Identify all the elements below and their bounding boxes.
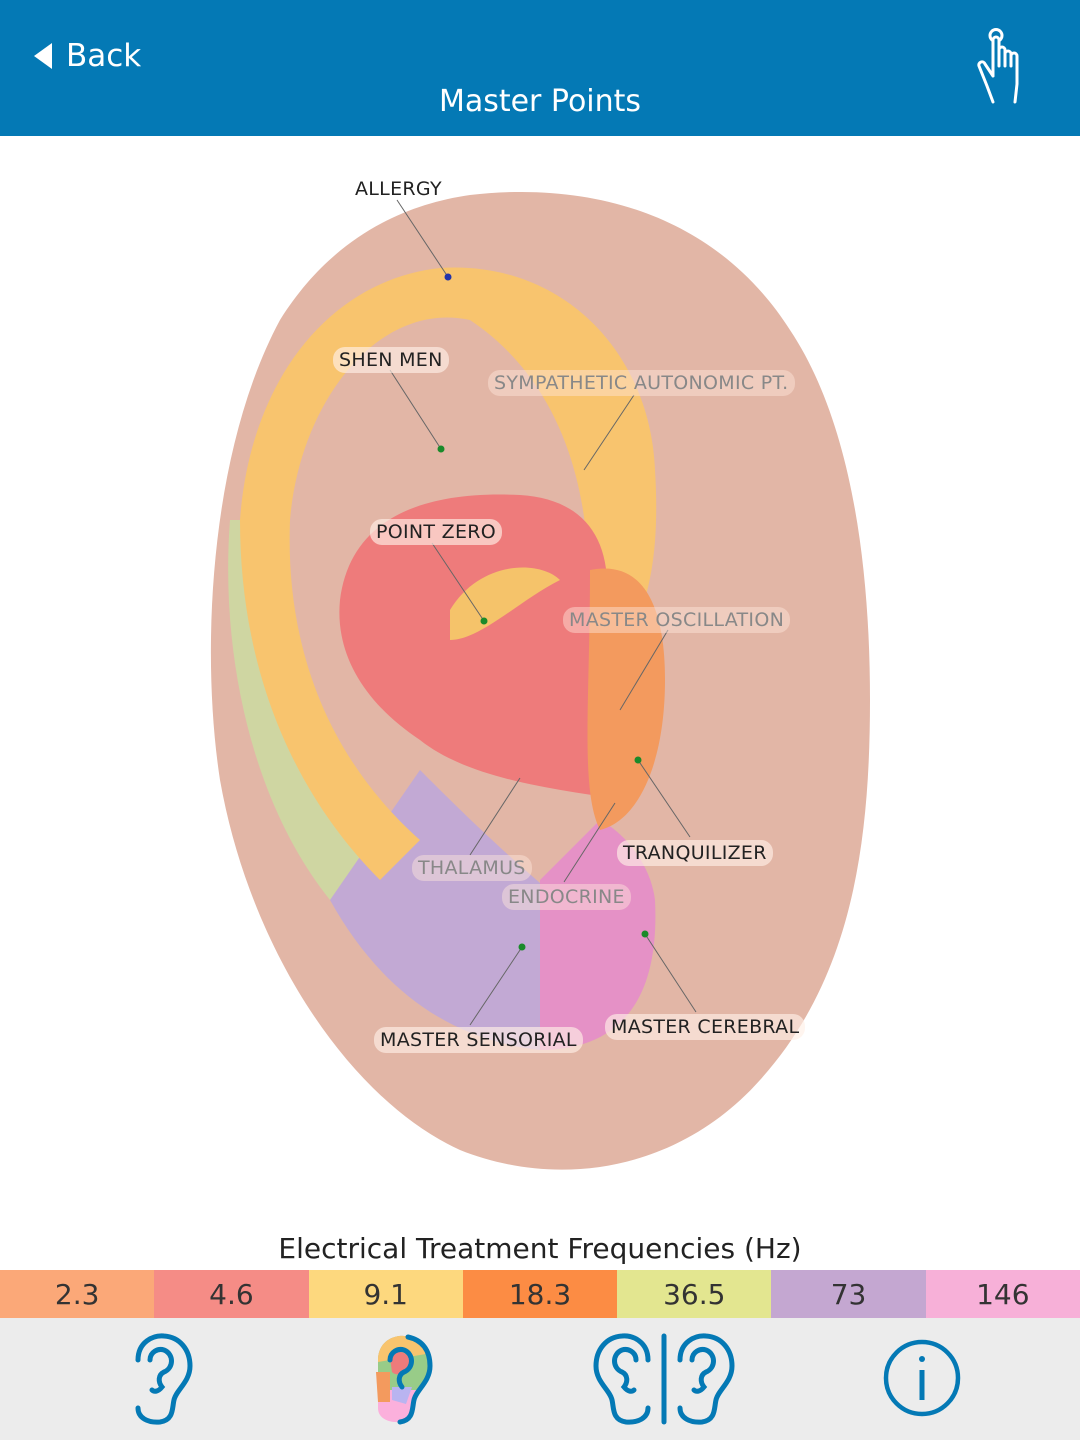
point-label-master-sensorial[interactable]: MASTER SENSORIAL [374,1027,583,1053]
point-label-master-oscillation[interactable]: MASTER OSCILLATION [563,607,791,633]
point-label-tranquilizer[interactable]: TRANQUILIZER [617,840,773,866]
frequency-cell[interactable]: 18.3 [462,1270,618,1318]
header: Back Master Points [0,0,1080,136]
ear-view[interactable]: ALLERGY SHEN MEN SYMPATHETIC AUTONOMIC P… [0,136,1080,1226]
point-label-shen-men[interactable]: SHEN MEN [333,347,449,373]
both-ears-icon[interactable] [592,1332,737,1427]
ear-model[interactable] [0,136,1080,1226]
back-arrow-icon [34,43,52,69]
bottom-toolbar [0,1318,1080,1440]
frequency-cell[interactable]: 4.6 [154,1270,309,1318]
point-label-master-cerebral[interactable]: MASTER CEREBRAL [605,1014,806,1040]
touch-hand-icon[interactable] [970,28,1030,106]
colored-ear-icon[interactable] [368,1332,438,1427]
frequency-cell[interactable]: 73 [771,1270,926,1318]
point-label-point-zero[interactable]: POINT ZERO [370,519,503,545]
back-button[interactable]: Back [32,38,141,74]
info-icon[interactable] [882,1338,962,1418]
single-ear-icon[interactable] [128,1332,198,1427]
frequency-cell[interactable]: 9.1 [308,1270,463,1318]
page-title: Master Points [438,84,642,119]
frequency-cell[interactable]: 2.3 [0,1270,155,1318]
frequency-cell[interactable]: 146 [925,1270,1080,1318]
back-label: Back [66,38,142,74]
point-label-endocrine[interactable]: ENDOCRINE [502,884,631,910]
point-label-allergy[interactable]: ALLERGY [355,178,442,200]
point-label-sympathetic[interactable]: SYMPATHETIC AUTONOMIC PT. [488,370,795,396]
point-label-thalamus[interactable]: THALAMUS [412,855,532,881]
frequencies-title: Electrical Treatment Frequencies (Hz) [278,1232,802,1265]
frequency-cell[interactable]: 36.5 [617,1270,772,1318]
